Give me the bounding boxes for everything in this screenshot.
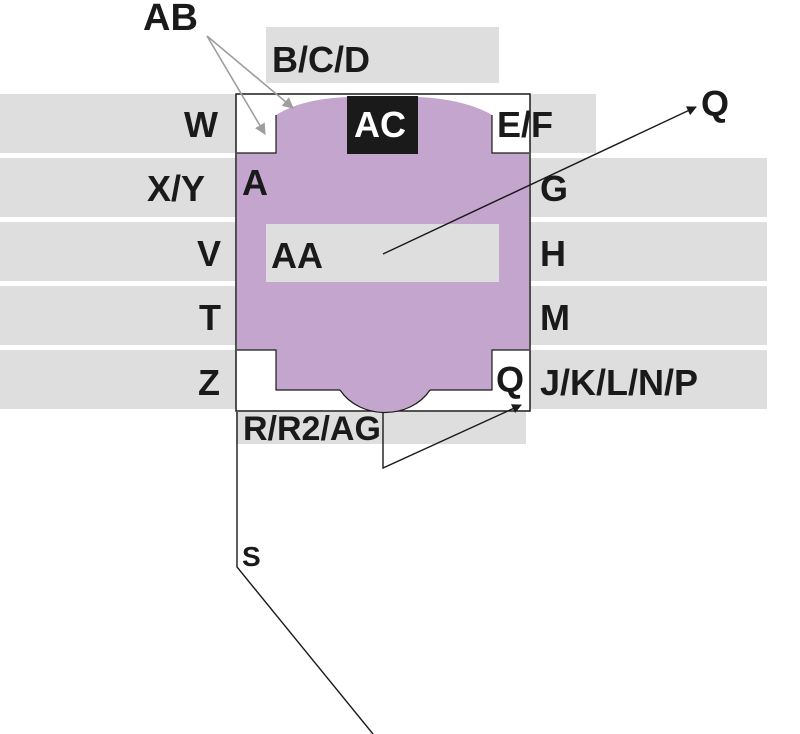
label-aa: AA <box>271 235 323 276</box>
s-leader-line <box>236 412 374 734</box>
notch-outlines <box>237 115 529 414</box>
label-rr2ag: R/R2/AG <box>243 410 381 448</box>
ab-arrow-1 <box>206 35 266 135</box>
label-h: H <box>540 233 566 274</box>
label-bcd: B/C/D <box>272 39 370 80</box>
aa-field <box>266 224 499 282</box>
label-t: T <box>199 297 221 338</box>
label-s: S <box>242 541 261 572</box>
label-a: A <box>242 162 268 203</box>
label-q-top: Q <box>701 83 729 124</box>
label-jklnp: J/K/L/N/P <box>540 362 698 403</box>
band-rr2ag <box>236 412 526 444</box>
label-ef: E/F <box>497 104 553 145</box>
label-w: W <box>184 104 218 145</box>
band-bcd <box>266 27 499 83</box>
label-xy: X/Y <box>147 168 205 209</box>
aa-to-q-arrow <box>382 106 697 255</box>
label-m: M <box>540 297 570 338</box>
label-v: V <box>197 233 221 274</box>
r-to-q-arrow <box>382 404 522 470</box>
ac-badge <box>347 96 418 154</box>
label-g: G <box>540 168 568 209</box>
label-ac: AC <box>354 104 406 145</box>
label-ab: AB <box>143 0 198 39</box>
label-q-inner: Q <box>496 359 524 400</box>
label-z: Z <box>198 362 220 403</box>
ab-arrow-2 <box>206 35 294 109</box>
